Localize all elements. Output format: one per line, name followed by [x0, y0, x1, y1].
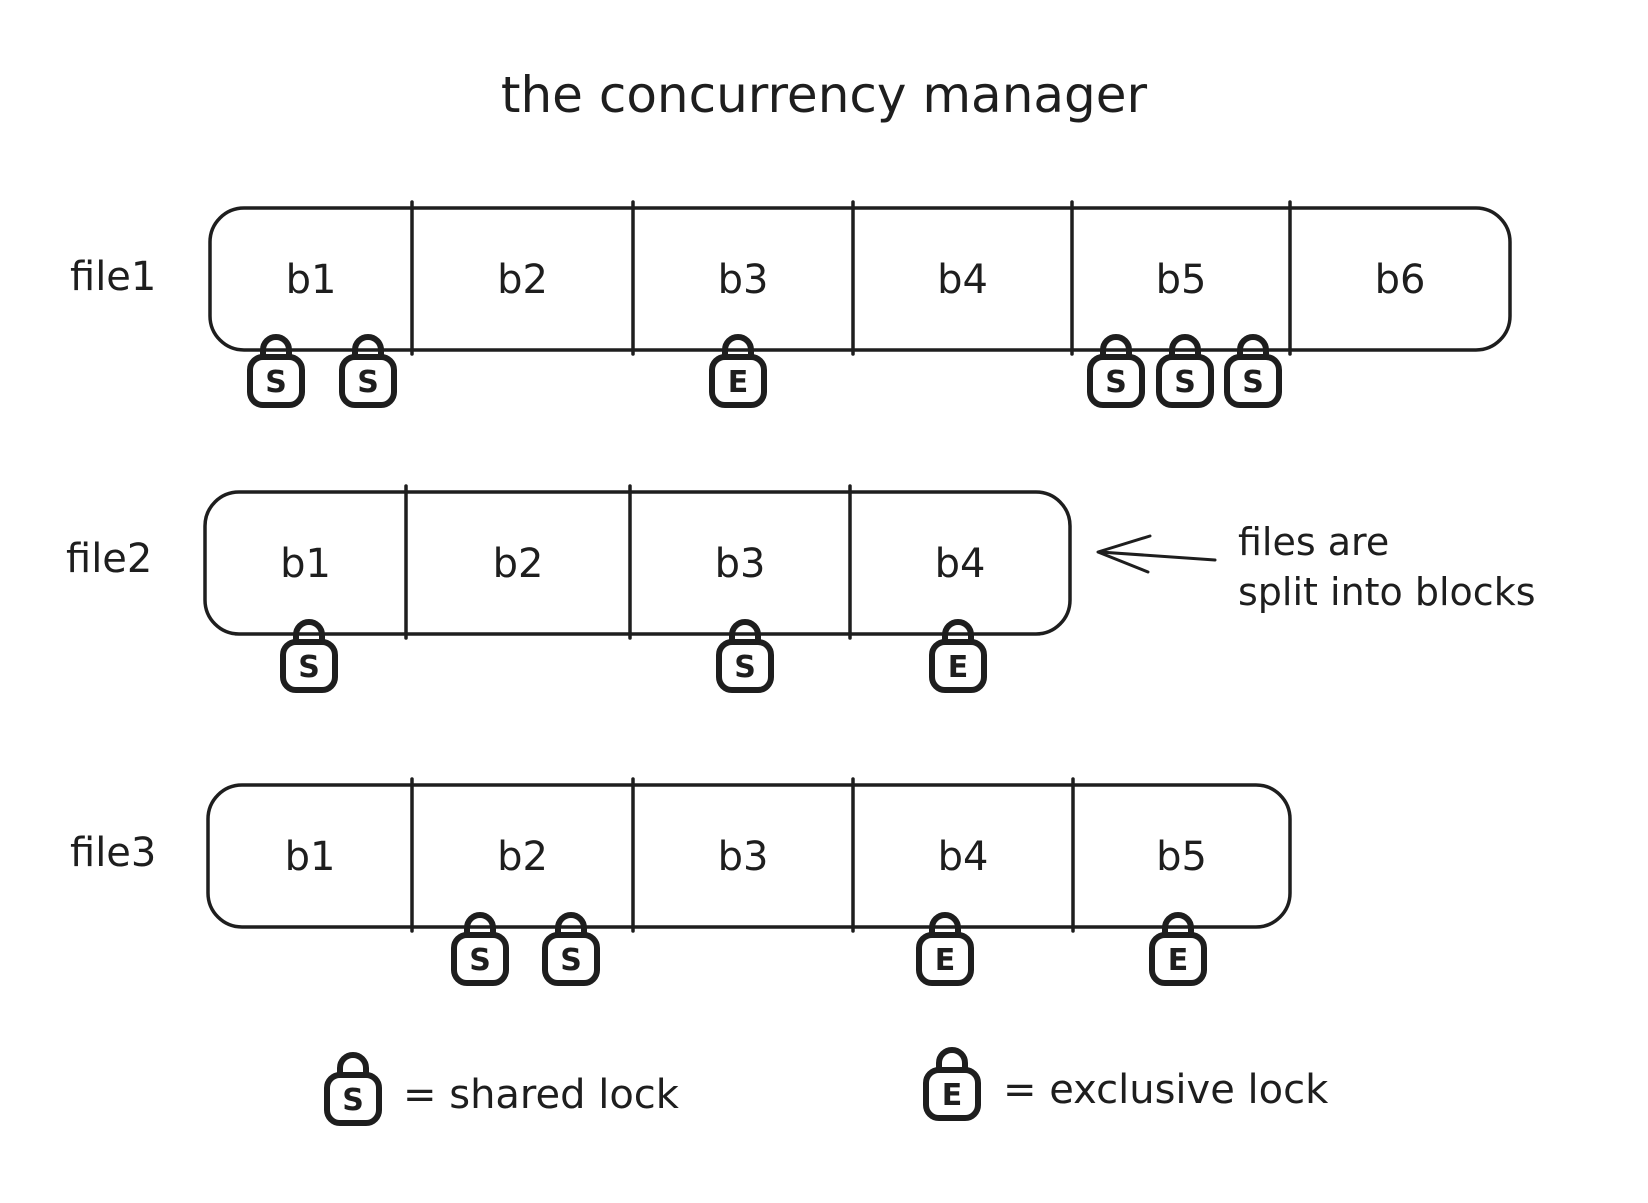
block-label: b3: [718, 834, 769, 880]
lock-letter: E: [1168, 943, 1189, 978]
file-label: file1: [70, 254, 156, 300]
lock-letter: S: [1105, 365, 1127, 400]
block-label: b5: [1156, 257, 1207, 303]
block-label: b3: [718, 257, 769, 303]
lock-letter: E: [728, 365, 749, 400]
shared-lock-icon: S: [542, 912, 600, 986]
lock-letter: S: [357, 365, 379, 400]
block-label: b1: [280, 541, 331, 587]
lock-letter: S: [469, 943, 491, 978]
file-container: [206, 783, 1292, 929]
legend-exclusive-lock: E: [923, 1047, 981, 1121]
exclusive-lock-icon: E: [709, 334, 767, 408]
lock-letter: S: [734, 650, 756, 685]
shared-lock-icon: S: [1224, 334, 1282, 408]
annotation-line-2: split into blocks: [1238, 570, 1536, 614]
exclusive-lock-icon: E: [923, 1047, 981, 1121]
shared-lock-icon: S: [339, 334, 397, 408]
file-label: file3: [70, 830, 156, 876]
lock-letter: S: [342, 1083, 364, 1118]
shared-lock-icon: S: [247, 334, 305, 408]
block-label: b4: [937, 257, 988, 303]
block-label: b5: [1156, 834, 1207, 880]
lock-letter: S: [560, 943, 582, 978]
lock-letter: E: [942, 1078, 963, 1113]
shared-lock-icon: S: [324, 1052, 382, 1126]
shared-lock-icon: S: [716, 619, 774, 693]
file-container: [208, 206, 1512, 352]
block-label: b4: [938, 834, 989, 880]
legend-shared-text: = shared lock: [403, 1072, 680, 1118]
block-label: b2: [493, 541, 544, 587]
legend-exclusive-text: = exclusive lock: [1003, 1067, 1329, 1113]
exclusive-lock-icon: E: [929, 619, 987, 693]
block-label: b4: [935, 541, 986, 587]
lock-letter: E: [935, 943, 956, 978]
shared-lock-icon: S: [1087, 334, 1145, 408]
block-label: b1: [286, 257, 337, 303]
lock-letter: S: [265, 365, 287, 400]
diagram-title: the concurrency manager: [501, 66, 1148, 124]
shared-lock-icon: S: [451, 912, 509, 986]
block-label: b3: [715, 541, 766, 587]
lock-letter: S: [1242, 365, 1264, 400]
annotation-arrow: [1096, 534, 1217, 574]
file-container: [203, 490, 1072, 636]
shared-lock-icon: S: [1156, 334, 1214, 408]
block-label: b2: [497, 834, 548, 880]
shared-lock-icon: S: [280, 619, 338, 693]
block-label: b1: [285, 834, 336, 880]
lock-letter: E: [948, 650, 969, 685]
lock-letter: S: [1174, 365, 1196, 400]
legend-shared-lock: S: [324, 1052, 382, 1126]
file-label: file2: [66, 536, 152, 582]
exclusive-lock-icon: E: [1149, 912, 1207, 986]
block-label: b2: [497, 257, 548, 303]
lock-letter: S: [298, 650, 320, 685]
exclusive-lock-icon: E: [916, 912, 974, 986]
block-label: b6: [1375, 257, 1426, 303]
annotation-line-1: files are: [1238, 520, 1389, 564]
